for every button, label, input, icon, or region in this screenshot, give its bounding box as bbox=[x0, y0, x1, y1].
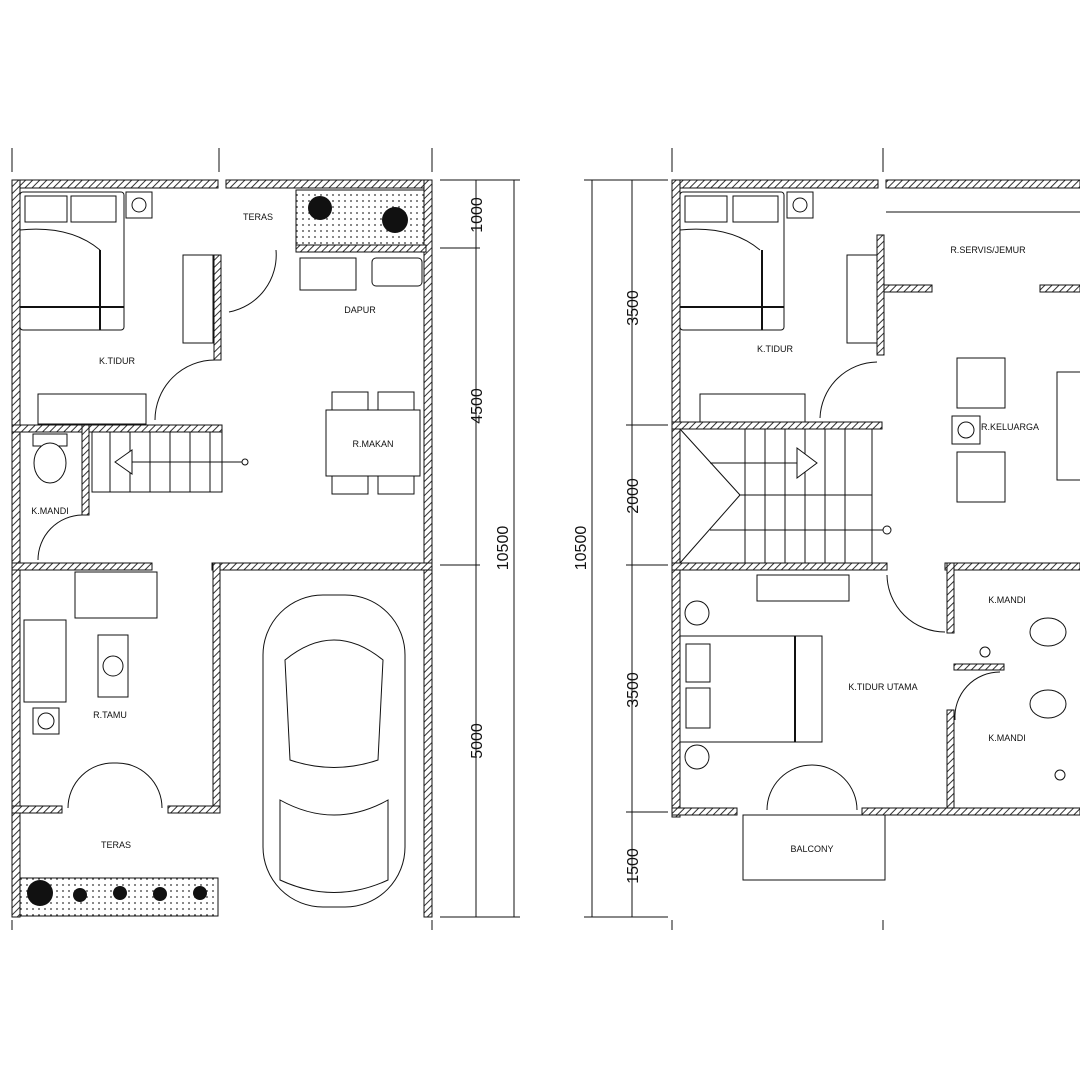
lamp-icon bbox=[131, 197, 147, 213]
grid-ticks bbox=[11, 148, 433, 930]
car-icon bbox=[262, 594, 406, 908]
dimension-total: 10500 bbox=[495, 526, 512, 571]
wardrobe bbox=[846, 254, 878, 344]
room-label-r-makan: R.MAKAN bbox=[352, 439, 393, 449]
dimension-lines bbox=[584, 179, 668, 918]
stove bbox=[371, 257, 423, 287]
dimension-label: 3500 bbox=[625, 290, 642, 326]
doors bbox=[766, 361, 1001, 811]
master-bedroom-furniture bbox=[679, 574, 850, 770]
room-label-k-tidur-utama: K.TIDUR UTAMA bbox=[848, 682, 917, 692]
dimension-label: 1500 bbox=[625, 848, 642, 884]
ground-floor-plan: TERAS DAPUR K.TIDUR R.MAKAN K.MANDI R.TA… bbox=[11, 148, 520, 930]
stairs bbox=[679, 428, 892, 564]
walls bbox=[11, 179, 433, 918]
room-label-balcony: BALCONY bbox=[790, 844, 833, 854]
dimension-label: 5000 bbox=[469, 723, 486, 759]
nightstand bbox=[786, 191, 814, 219]
room-label-dapur: DAPUR bbox=[344, 305, 376, 315]
room-label-teras-front: TERAS bbox=[101, 840, 131, 850]
room-label-k-mandi: K.MANDI bbox=[988, 595, 1026, 605]
dresser bbox=[37, 393, 147, 425]
dimension-label: 4500 bbox=[469, 388, 486, 424]
dining-set bbox=[325, 391, 421, 495]
dimension-total: 10500 bbox=[573, 526, 590, 571]
dimension-label: 3500 bbox=[625, 672, 642, 708]
toilet-icon bbox=[32, 433, 68, 484]
dresser bbox=[699, 393, 806, 423]
dimension-label: 2000 bbox=[625, 478, 642, 514]
balcony bbox=[742, 814, 886, 881]
grid-ticks bbox=[671, 148, 884, 930]
stairs bbox=[91, 431, 249, 493]
room-label-k-tidur: K.TIDUR bbox=[757, 344, 794, 354]
toilet-icon bbox=[979, 617, 1067, 781]
bed bbox=[19, 191, 125, 331]
doors bbox=[37, 249, 277, 809]
living-furniture bbox=[23, 571, 158, 735]
room-label-k-mandi: K.MANDI bbox=[31, 506, 69, 516]
room-label-r-servis: R.SERVIS/JEMUR bbox=[950, 245, 1026, 255]
room-label-teras-top: TERAS bbox=[243, 212, 273, 222]
nightstand bbox=[125, 191, 153, 219]
bed bbox=[679, 191, 785, 331]
room-label-r-tamu: R.TAMU bbox=[93, 710, 127, 720]
room-label-k-tidur: K.TIDUR bbox=[99, 356, 136, 366]
upper-floor-plan: R.SERVIS/JEMUR K.TIDUR R.KELUARGA K.MAND… bbox=[573, 148, 1080, 930]
wardrobe bbox=[182, 254, 214, 344]
walls bbox=[671, 179, 1080, 818]
room-label-k-mandi: K.MANDI bbox=[988, 733, 1026, 743]
dimension-label: 1000 bbox=[469, 197, 486, 233]
lamp-icon bbox=[792, 197, 808, 213]
kitchen-sink bbox=[299, 257, 357, 291]
plant-icon bbox=[27, 196, 408, 906]
family-room-furniture bbox=[951, 357, 1080, 503]
room-label-r-keluarga: R.KELUARGA bbox=[981, 422, 1039, 432]
dimension-lines bbox=[440, 179, 520, 918]
